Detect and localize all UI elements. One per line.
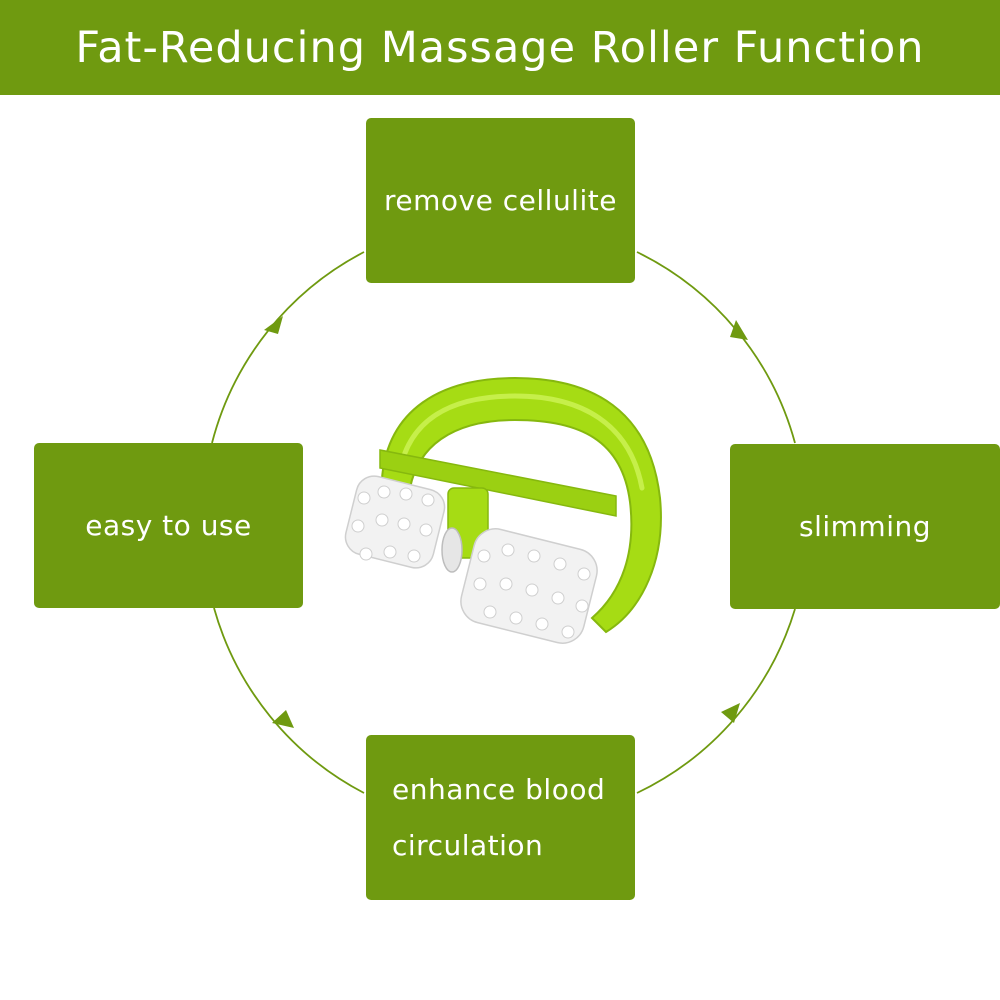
roller-left <box>344 475 446 569</box>
node-label: slimming <box>799 509 931 543</box>
arrow-head-top-left <box>264 316 283 334</box>
node-label: easy to use <box>85 508 252 542</box>
node-label-line: circulation <box>392 828 544 862</box>
cycle-node-easy-to-use: easy to use <box>34 443 303 608</box>
cycle-node-slimming: slimming <box>730 444 1000 609</box>
node-label-line: enhance blood <box>392 772 606 806</box>
page-title: Fat-Reducing Massage Roller Function <box>75 22 925 73</box>
massage-roller-icon <box>344 376 662 644</box>
roller-handle <box>380 376 662 634</box>
arrow-head-bottom-right <box>721 703 740 723</box>
connector-top-to-left <box>211 251 365 444</box>
cycle-node-enhance-blood-circulation: enhance blood circulation <box>366 735 635 900</box>
arrow-head-right-top <box>730 320 748 340</box>
roller-axle <box>441 527 463 573</box>
roller-right <box>460 528 598 644</box>
connector-left-to-bottom <box>213 607 365 794</box>
arrow-head-left-bottom <box>272 710 294 728</box>
node-label: remove cellulite <box>384 183 617 217</box>
roller-crossbar <box>379 449 617 517</box>
roller-handle-highlight <box>397 393 645 491</box>
node-label: enhance blood circulation <box>392 762 605 874</box>
cycle-node-remove-cellulite: remove cellulite <box>366 118 635 283</box>
title-banner: Fat-Reducing Massage Roller Function <box>0 0 1000 95</box>
